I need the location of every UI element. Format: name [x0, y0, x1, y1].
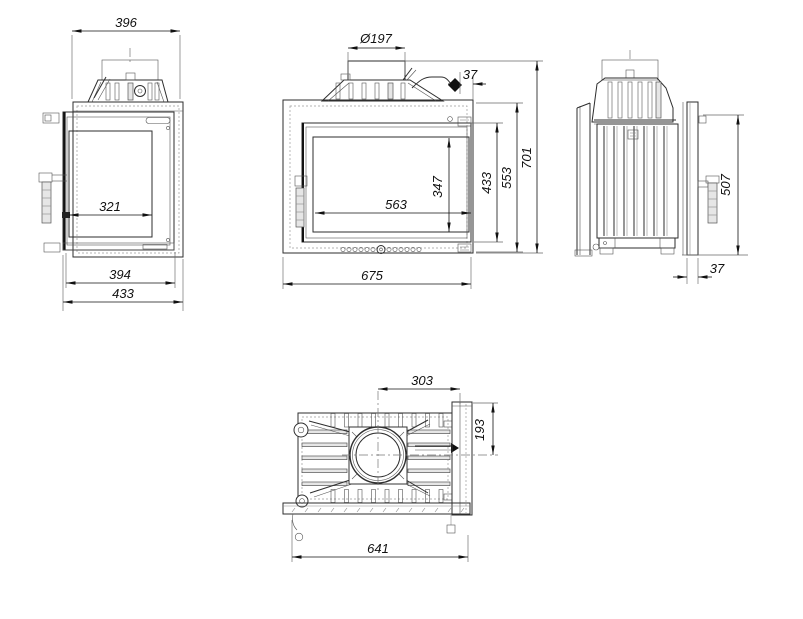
dim-total-height-701: 701 — [476, 61, 543, 254]
dim-label-body-height: 553 — [499, 166, 514, 188]
dim-glass-depth-321: 321 — [69, 199, 152, 217]
fin-teeth-top — [330, 413, 444, 428]
convection-dome — [87, 72, 169, 103]
dim-label-frame-height: 507 — [718, 173, 733, 195]
dim-label-flue-center-offset: 303 — [411, 373, 433, 388]
dim-damper-offset-37: 37 — [448, 67, 486, 100]
dim-flue-diameter-197: Ø197 — [347, 31, 406, 75]
hinges — [293, 422, 309, 508]
dim-label-glass-width: 563 — [385, 197, 407, 212]
dim-label-base-width: 641 — [367, 541, 389, 556]
dim-glass-width-563: 563 — [315, 197, 471, 215]
latch-pin — [62, 212, 70, 218]
casing — [72, 101, 184, 258]
side-glass — [68, 130, 153, 238]
dim-label-glass-height: 347 — [430, 175, 445, 197]
dim-body-height-553: 553 — [476, 102, 523, 253]
damper-rod — [415, 443, 459, 453]
chain-pull — [292, 513, 456, 542]
front-view: Ø197 37 563 347 433 553 — [282, 31, 543, 289]
door-handle — [38, 172, 70, 224]
dim-label-total-width: 675 — [361, 268, 383, 283]
dim-total-depth-433: 433 — [62, 255, 184, 311]
fin-teeth-bottom — [330, 489, 444, 503]
cooling-ribs — [301, 429, 451, 486]
dim-flue-center-depth-193: 193 — [472, 402, 498, 455]
base-pedestal — [592, 237, 676, 255]
dim-label-glass-depth: 321 — [99, 199, 121, 214]
corner-braces — [308, 419, 431, 498]
dim-label-door-height: 433 — [479, 171, 494, 193]
dim-total-width-675: 675 — [282, 257, 472, 289]
front-plate — [282, 502, 471, 515]
air-vents — [340, 245, 422, 254]
side-view-right: 507 37 — [574, 50, 748, 284]
damper-pivot — [134, 85, 146, 97]
door-handle — [697, 175, 720, 224]
dim-glass-height-347: 347 — [430, 138, 451, 232]
dim-top-depth-396: 396 — [71, 15, 181, 99]
damper-rod — [411, 76, 462, 92]
glass — [312, 136, 470, 233]
flue-outlet — [101, 48, 159, 81]
dim-label-damper-offset: 37 — [463, 67, 478, 82]
dim-base-width-641: 641 — [291, 520, 469, 562]
door-handle — [294, 175, 308, 228]
dim-label-body-depth: 394 — [109, 267, 131, 282]
rear-frame-strip — [451, 401, 473, 516]
convection-dome — [320, 67, 445, 102]
door — [42, 111, 175, 253]
ribbed-body — [594, 119, 679, 239]
front-frame — [682, 101, 707, 256]
rear-panel — [574, 102, 593, 257]
dim-label-flue-diameter: Ø197 — [359, 31, 393, 46]
flue-collar — [347, 60, 543, 81]
dim-label-total-depth: 433 — [112, 286, 134, 301]
dim-label-frame-depth: 37 — [710, 261, 725, 276]
side-view-left: 396 321 394 433 — [38, 15, 184, 311]
flue-outlet — [601, 50, 659, 81]
dim-label-top-depth: 396 — [115, 15, 137, 30]
dim-frame-height-507: 507 — [682, 114, 748, 256]
dim-door-height-433: 433 — [470, 122, 503, 243]
vent-knob — [376, 245, 386, 254]
dim-frame-depth-37: 37 — [673, 258, 725, 284]
dim-label-flue-center-depth: 193 — [472, 418, 487, 440]
dim-body-depth-394: 394 — [65, 252, 176, 288]
dim-label-total-height: 701 — [519, 147, 534, 169]
convection-dome — [591, 77, 674, 123]
dim-flue-center-offset-303: 303 — [378, 373, 461, 404]
top-view: 303 193 641 — [282, 373, 498, 562]
centerlines — [342, 391, 498, 492]
door — [301, 122, 472, 243]
